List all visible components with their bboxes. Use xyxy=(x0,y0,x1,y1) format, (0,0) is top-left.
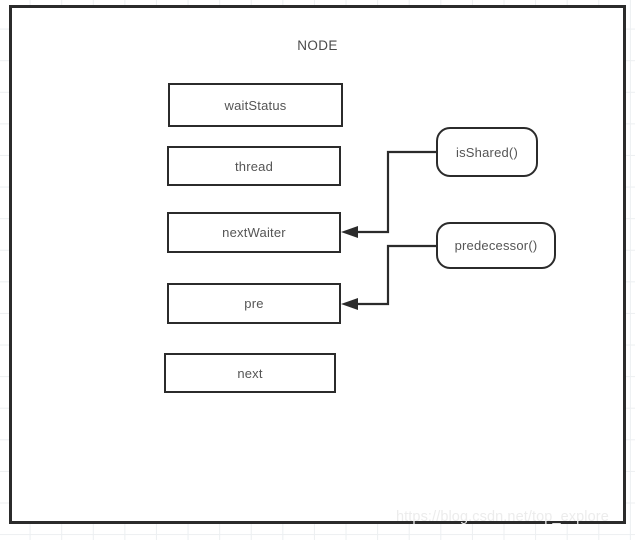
field-label-thread: thread xyxy=(234,158,274,174)
method-label-isshared: isShared() xyxy=(456,144,518,160)
field-label-waitstatus: waitStatus xyxy=(224,97,287,113)
field-label-nextwaiter: nextWaiter xyxy=(222,225,286,240)
method-oval-predecessor[interactable]: predecessor() xyxy=(436,222,556,269)
field-box-thread[interactable]: thread xyxy=(167,146,341,186)
field-box-waitstatus[interactable]: waitStatus xyxy=(168,83,343,127)
watermark-text: https://blog.csdn.net/top_explore xyxy=(396,509,609,525)
diagram-title: NODE xyxy=(297,38,338,53)
field-box-next[interactable]: next xyxy=(164,353,336,393)
field-box-pre[interactable]: pre xyxy=(167,283,341,324)
method-oval-isshared[interactable]: isShared() xyxy=(436,127,538,177)
field-label-next: next xyxy=(237,365,263,381)
field-box-nextwaiter[interactable]: nextWaiter xyxy=(167,212,341,253)
field-label-pre: pre xyxy=(244,296,264,311)
method-label-predecessor: predecessor() xyxy=(454,238,538,253)
